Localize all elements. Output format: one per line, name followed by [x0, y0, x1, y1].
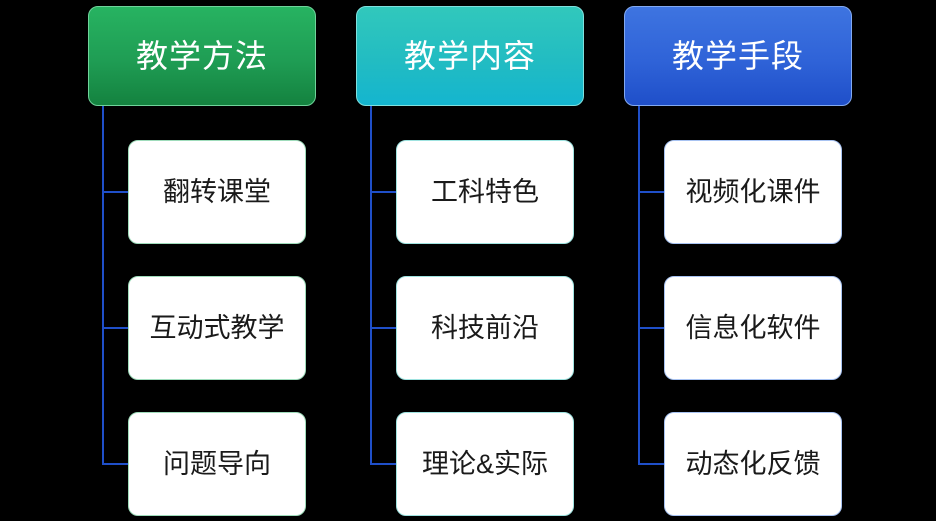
connector-vertical-3 — [638, 106, 640, 465]
child-box-information-software[interactable]: 信息化软件 — [664, 276, 842, 380]
connector-horizontal-3-1 — [638, 191, 664, 193]
child-box-interactive-teaching[interactable]: 互动式教学 — [128, 276, 306, 380]
diagram-column-teaching-content: 教学内容 工科特色 科技前沿 理论&实际 — [348, 0, 638, 521]
connector-vertical-2 — [370, 106, 372, 465]
header-box-teaching-means[interactable]: 教学手段 — [624, 6, 852, 106]
connector-horizontal-3-3 — [638, 463, 664, 465]
child-label-engineering-features: 工科特色 — [431, 176, 539, 207]
child-label-theory-and-practice: 理论&实际 — [421, 448, 548, 479]
header-label-teaching-means: 教学手段 — [671, 38, 804, 74]
diagram-column-teaching-method: 教学方法 翻转课堂 互动式教学 问题导向 — [80, 0, 370, 521]
child-label-video-courseware: 视频化课件 — [685, 176, 821, 207]
connector-horizontal-1-3 — [102, 463, 128, 465]
child-box-problem-oriented[interactable]: 问题导向 — [128, 412, 306, 516]
connector-vertical-1 — [102, 106, 104, 465]
child-label-dynamic-feedback: 动态化反馈 — [685, 448, 821, 479]
connector-horizontal-2-2 — [370, 327, 396, 329]
child-box-engineering-features[interactable]: 工科特色 — [396, 140, 574, 244]
child-box-technology-frontier[interactable]: 科技前沿 — [396, 276, 574, 380]
child-box-video-courseware[interactable]: 视频化课件 — [664, 140, 842, 244]
child-box-theory-and-practice[interactable]: 理论&实际 — [396, 412, 574, 516]
header-box-teaching-method[interactable]: 教学方法 — [88, 6, 316, 106]
child-label-interactive-teaching: 互动式教学 — [149, 312, 285, 343]
child-box-flipped-classroom[interactable]: 翻转课堂 — [128, 140, 306, 244]
child-label-flipped-classroom: 翻转课堂 — [163, 176, 271, 207]
header-label-teaching-method: 教学方法 — [135, 38, 268, 74]
child-label-information-software: 信息化软件 — [685, 312, 821, 343]
diagram-column-teaching-means: 教学手段 视频化课件 信息化软件 动态化反馈 — [616, 0, 906, 521]
connector-horizontal-1-2 — [102, 327, 128, 329]
child-label-problem-oriented: 问题导向 — [163, 448, 271, 479]
header-box-teaching-content[interactable]: 教学内容 — [356, 6, 584, 106]
child-box-dynamic-feedback[interactable]: 动态化反馈 — [664, 412, 842, 516]
connector-horizontal-3-2 — [638, 327, 664, 329]
connector-horizontal-2-3 — [370, 463, 396, 465]
child-label-technology-frontier: 科技前沿 — [431, 312, 539, 343]
connector-horizontal-1-1 — [102, 191, 128, 193]
header-label-teaching-content: 教学内容 — [403, 38, 536, 74]
connector-horizontal-2-1 — [370, 191, 396, 193]
